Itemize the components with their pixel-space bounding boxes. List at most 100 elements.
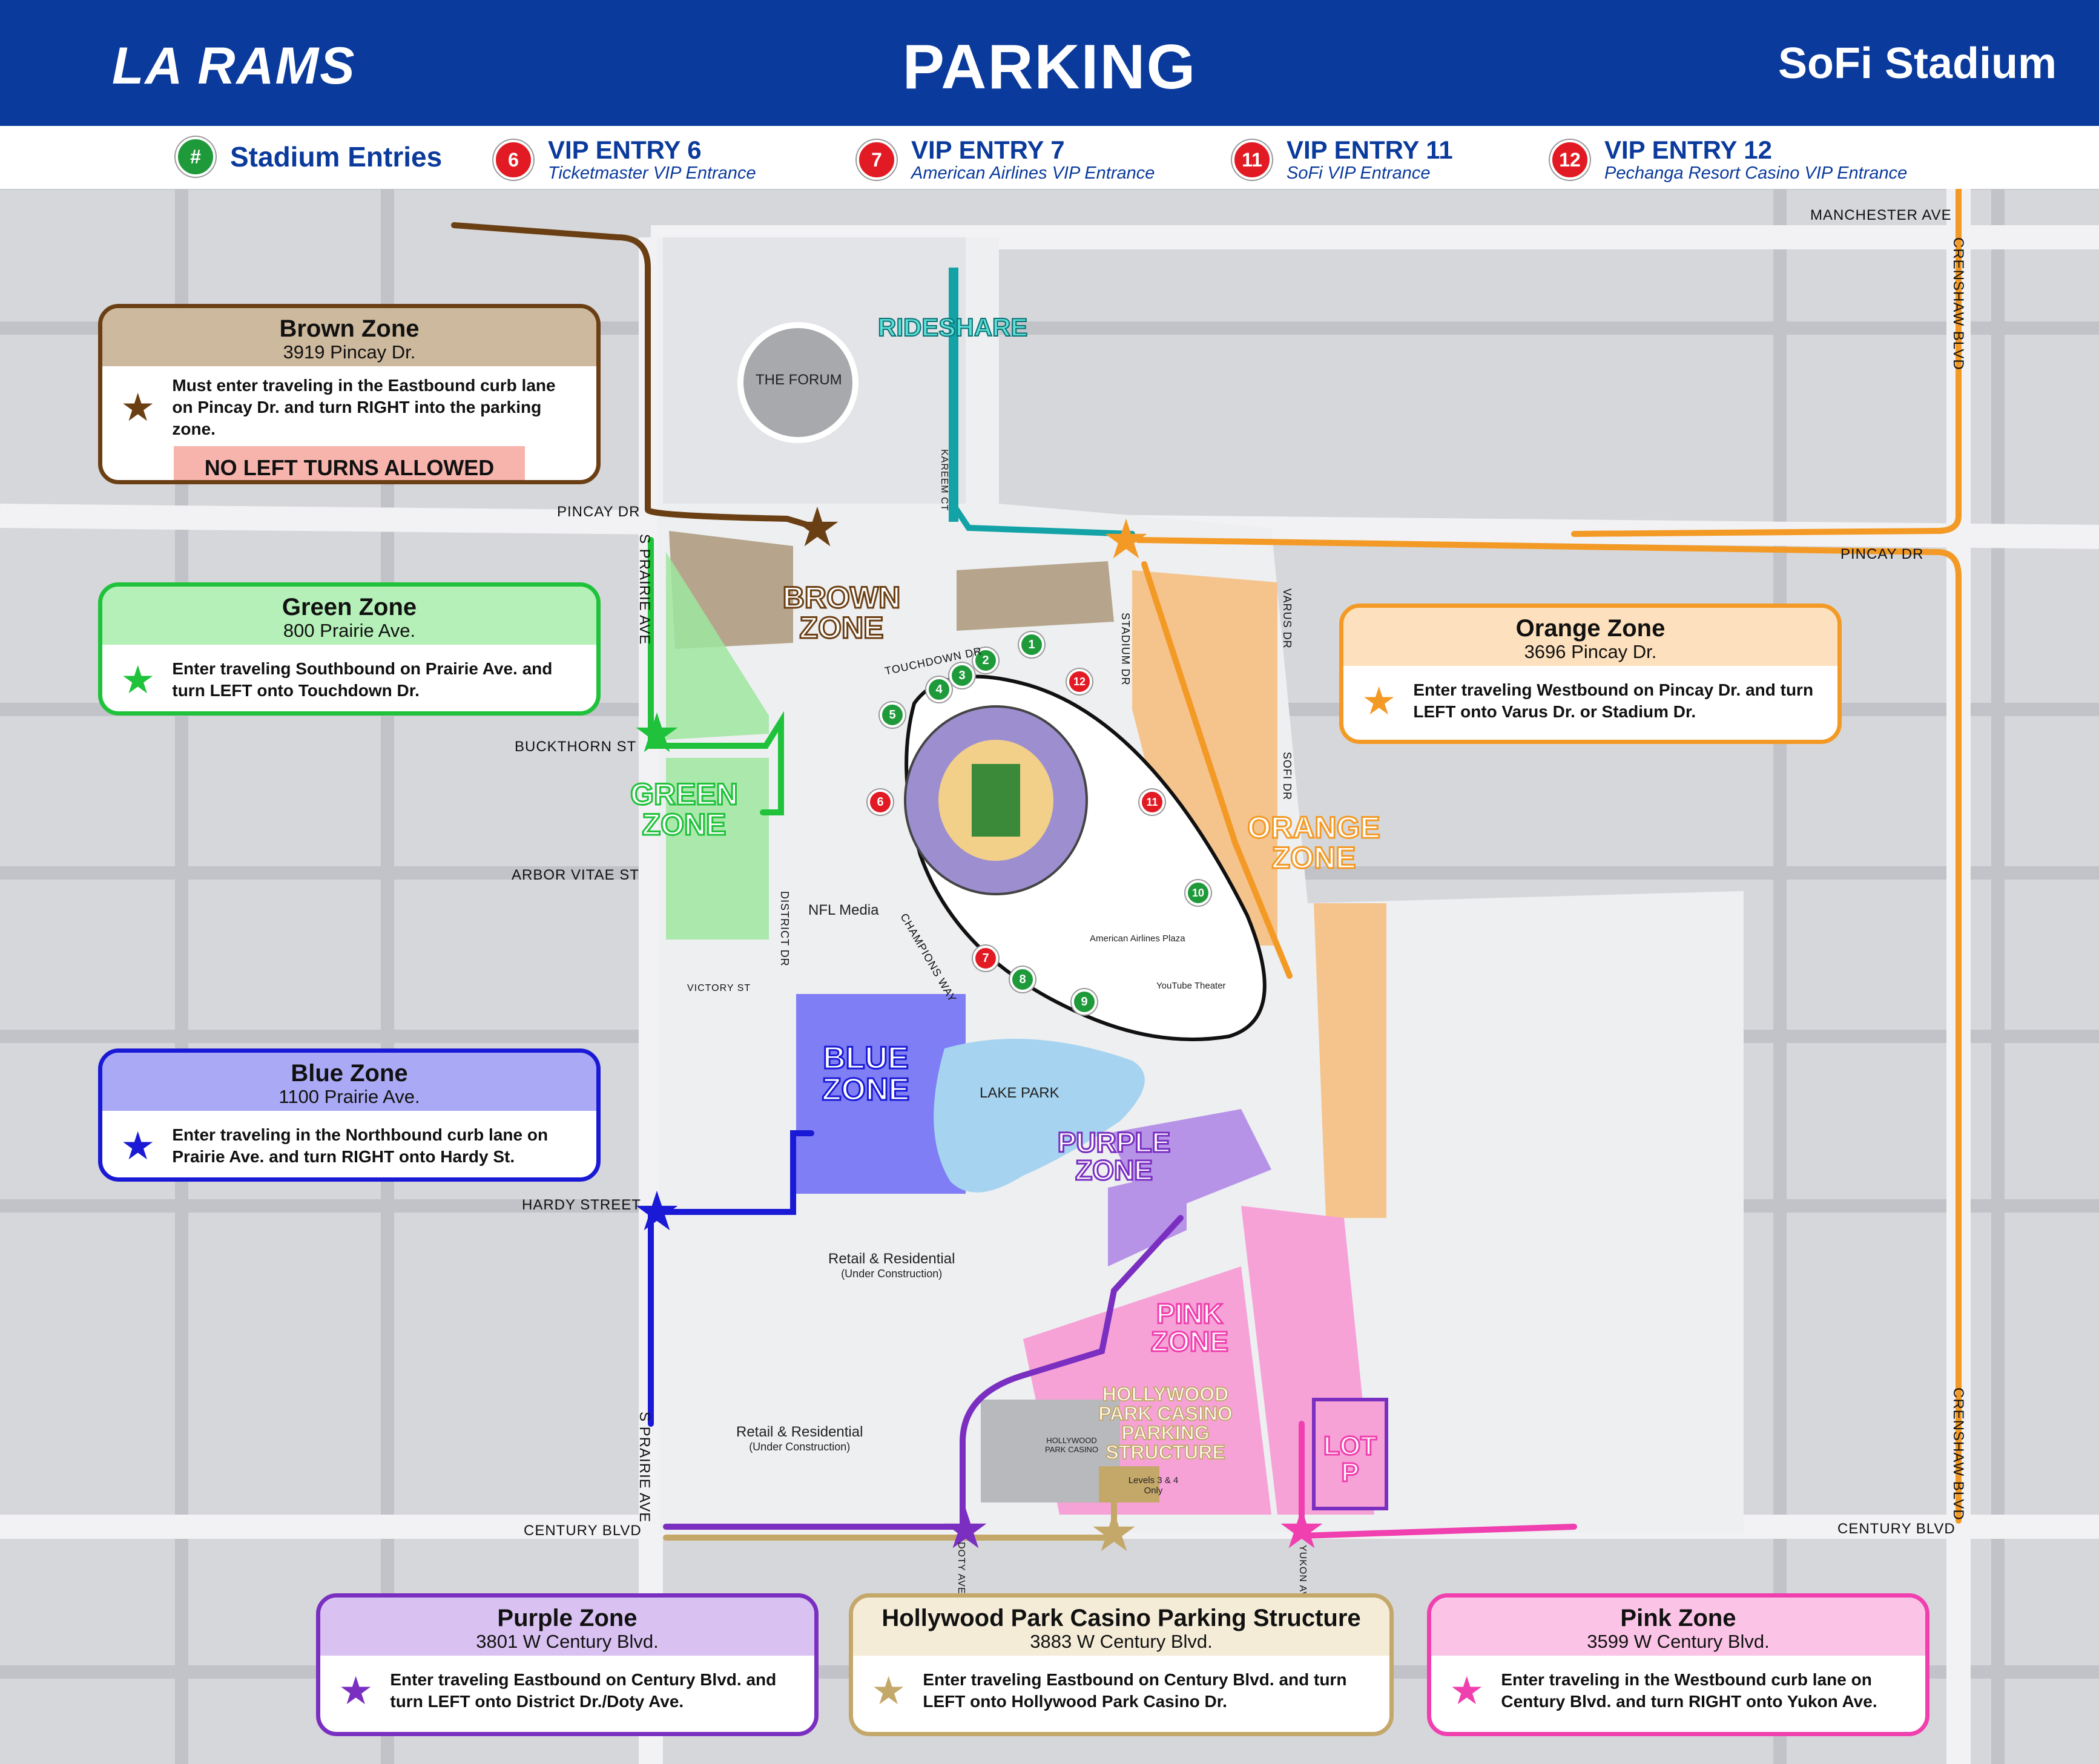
brown-zone-map-label: BROWN ZONE xyxy=(782,581,901,645)
vip-badge: 11 xyxy=(1232,140,1272,180)
blue-zone-infobox: Blue Zone 1100 Prairie Ave. ★ Enter trav… xyxy=(98,1048,601,1182)
pink-zone-title: Pink Zone xyxy=(1620,1605,1736,1631)
retail-2-name: Retail & Residential xyxy=(736,1424,863,1440)
green-zone-instructions: Enter traveling Southbound on Prairie Av… xyxy=(172,659,553,700)
blue-route xyxy=(648,1130,814,1427)
orange-zone-area-2 xyxy=(1314,903,1386,1218)
place-aa-plaza: American Airlines Plaza xyxy=(1090,933,1185,944)
lot-p-area xyxy=(1312,1398,1388,1510)
football-field xyxy=(972,764,1020,837)
vip-sub: Ticketmaster VIP Entrance xyxy=(548,163,756,183)
street-crenshaw-north: CRENSHAW BLVD xyxy=(1950,237,1966,370)
sofi-logo-text: SoFi Stadium xyxy=(1778,39,2057,88)
parking-map: ★ ★ ★ ★ ★ ★ ★ 1 2 3 4 5 6 7 8 9 10 11 12… xyxy=(0,189,2099,1764)
vip-entry-7: 7 xyxy=(973,946,998,971)
rams-logo: LA RAMS xyxy=(112,37,356,95)
orange-route-main xyxy=(1135,537,1962,1524)
street-hardy: HARDY STREET xyxy=(522,1197,641,1213)
vip-sub: SoFi VIP Entrance xyxy=(1287,163,1431,183)
pink-entry-star: ★ xyxy=(1277,1499,1326,1560)
street-sofi-dr: SOFI DR xyxy=(1281,752,1293,801)
orange-zone-address: 3696 Pincay Dr. xyxy=(1524,641,1657,662)
casino-structure-header: Hollywood Park Casino Parking Structure … xyxy=(853,1598,1389,1656)
vip-title: VIP ENTRY 7 xyxy=(911,136,1065,164)
orange-zone-body: ★ Enter traveling Westbound on Pincay Dr… xyxy=(1343,666,1837,736)
street-manchester: MANCHESTER AVE xyxy=(1810,207,1952,223)
street-century-east: CENTURY BLVD xyxy=(1837,1521,1956,1537)
legend-stadium-entries-label: Stadium Entries xyxy=(230,141,443,173)
lake xyxy=(934,1039,1145,1193)
street-buckthorn: BUCKTHORN ST xyxy=(515,739,637,755)
casino-structure-area xyxy=(1099,1466,1159,1502)
green-zone-body: ★ Enter traveling Southbound on Prairie … xyxy=(102,645,596,711)
retail-1-sub: (Under Construction) xyxy=(841,1268,943,1280)
entry-stars: ★ ★ ★ ★ ★ ★ ★ xyxy=(633,498,1326,1563)
purple-zone-address: 3801 W Century Blvd. xyxy=(476,1631,659,1652)
casino-building xyxy=(981,1400,1120,1502)
star-icon: ★ xyxy=(120,658,156,702)
blue-zone-body: ★ Enter traveling in the Northbound curb… xyxy=(102,1111,596,1177)
orange-zone-infobox: Orange Zone 3696 Pincay Dr. ★ Enter trav… xyxy=(1339,604,1842,744)
vip-badge: 12 xyxy=(1550,140,1590,180)
purple-zone-instructions: Enter traveling Eastbound on Century Blv… xyxy=(390,1670,777,1711)
vip-entry-6: 6 xyxy=(868,789,893,815)
star-icon: ★ xyxy=(1449,1669,1484,1713)
casino-structure-infobox: Hollywood Park Casino Parking Structure … xyxy=(849,1593,1394,1736)
purple-zone-body: ★ Enter traveling Eastbound on Century B… xyxy=(320,1656,814,1726)
brown-entry-star: ★ xyxy=(793,498,842,558)
orange-zone-title: Orange Zone xyxy=(1515,615,1666,642)
retail-2-sub: (Under Construction) xyxy=(749,1441,851,1453)
orange-entry-star: ★ xyxy=(1102,510,1151,570)
place-the-forum: THE FORUM xyxy=(756,372,842,388)
blue-zone-header: Blue Zone 1100 Prairie Ave. xyxy=(102,1053,596,1111)
street-kareem: KAREEM CT xyxy=(939,449,949,512)
vip-badge: 7 xyxy=(857,140,897,180)
stadium-entry-8: 8 xyxy=(1010,967,1035,992)
brown-zone-address: 3919 Pincay Dr. xyxy=(283,341,416,363)
place-retail-2: Retail & Residential(Under Construction) xyxy=(736,1424,863,1453)
place-youtube-theater: YouTube Theater xyxy=(1156,981,1226,991)
stadium-entry-5: 5 xyxy=(880,702,905,728)
stadium-entry-3: 3 xyxy=(949,663,975,688)
blue-entry-star: ★ xyxy=(633,1182,682,1242)
stadium-entry-badge: # xyxy=(176,137,216,177)
street-doty: DOTY AVE xyxy=(956,1542,966,1595)
vip-entry-11: 11 xyxy=(1139,789,1165,815)
casino-levels-note: Levels 3 & 4 Only xyxy=(1128,1475,1179,1496)
casino-structure-body: ★ Enter traveling Eastbound on Century B… xyxy=(853,1656,1389,1726)
pink-zone-body: ★ Enter traveling in the Westbound curb … xyxy=(1431,1656,1925,1726)
pink-route xyxy=(1299,1421,1577,1539)
green-zone-map-label: GREEN ZONE xyxy=(630,777,739,841)
star-icon: ★ xyxy=(120,1124,156,1168)
star-icon: ★ xyxy=(338,1669,374,1713)
pink-zone-header: Pink Zone 3599 W Century Blvd. xyxy=(1431,1598,1925,1656)
street-yukon: YUKON AVE xyxy=(1297,1545,1308,1606)
place-retail-1: Retail & Residential(Under Construction) xyxy=(828,1251,955,1280)
brown-zone-title: Brown Zone xyxy=(279,315,420,342)
blue-zone-map-label: BLUE ZONE xyxy=(821,1041,910,1107)
casino-structure-title: Hollywood Park Casino Parking Structure xyxy=(881,1605,1361,1631)
brown-zone-instructions: Must enter traveling in the Eastbound cu… xyxy=(172,376,556,438)
orange-zone-instructions: Enter traveling Westbound on Pincay Dr. … xyxy=(1413,680,1814,721)
green-zone-title: Green Zone xyxy=(282,594,417,620)
orange-zone-header: Orange Zone 3696 Pincay Dr. xyxy=(1343,608,1837,666)
blue-zone-title: Blue Zone xyxy=(291,1060,408,1087)
stadium-entry-10: 10 xyxy=(1185,880,1211,906)
brown-zone-body: ★ Must enter traveling in the Eastbound … xyxy=(102,366,596,444)
purple-zone-header: Purple Zone 3801 W Century Blvd. xyxy=(320,1598,814,1656)
street-pincay-east: PINCAY DR xyxy=(1840,546,1924,562)
no-left-turns-warning: NO LEFT TURNS ALLOWED xyxy=(174,446,525,480)
vip-title: VIP ENTRY 6 xyxy=(548,136,702,164)
pink-zone-infobox: Pink Zone 3599 W Century Blvd. ★ Enter t… xyxy=(1427,1593,1929,1736)
orange-route-north xyxy=(1571,189,1962,537)
vip-title: VIP ENTRY 12 xyxy=(1604,136,1773,164)
street-pincay-west: PINCAY DR xyxy=(557,504,641,520)
purple-route xyxy=(663,1215,1184,1530)
street-prairie-south: S PRAIRIE AVE xyxy=(636,1412,653,1523)
brown-route xyxy=(451,222,820,531)
star-icon: ★ xyxy=(871,1669,906,1713)
purple-zone-area-2 xyxy=(1108,1170,1187,1266)
vip-badge: 6 xyxy=(493,140,533,180)
